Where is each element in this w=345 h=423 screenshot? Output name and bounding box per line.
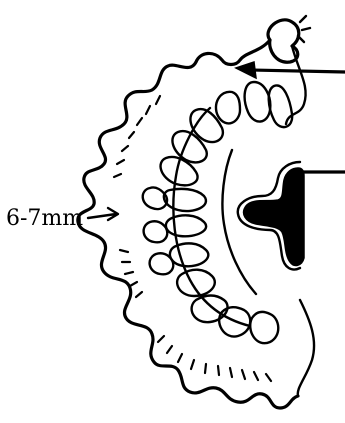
lamella <box>150 253 174 274</box>
lamella <box>250 312 278 343</box>
lamella <box>245 82 271 122</box>
right-boundary-lower <box>298 300 314 396</box>
lamella <box>192 296 228 323</box>
pointer-line-upper <box>252 70 345 72</box>
central-dark-structure <box>244 168 304 265</box>
pointer-head-upper <box>236 62 256 78</box>
lamella <box>166 215 206 236</box>
lamella <box>164 189 206 211</box>
lamella <box>216 92 240 124</box>
lamella <box>177 270 215 296</box>
lamella <box>170 243 208 266</box>
hatch-band-upper <box>114 96 160 177</box>
measurement-arrow <box>88 208 118 220</box>
right-boundary <box>286 46 306 124</box>
lamella <box>269 85 292 127</box>
measurement-label: 6-7mm <box>6 206 83 231</box>
lamella <box>144 221 168 242</box>
